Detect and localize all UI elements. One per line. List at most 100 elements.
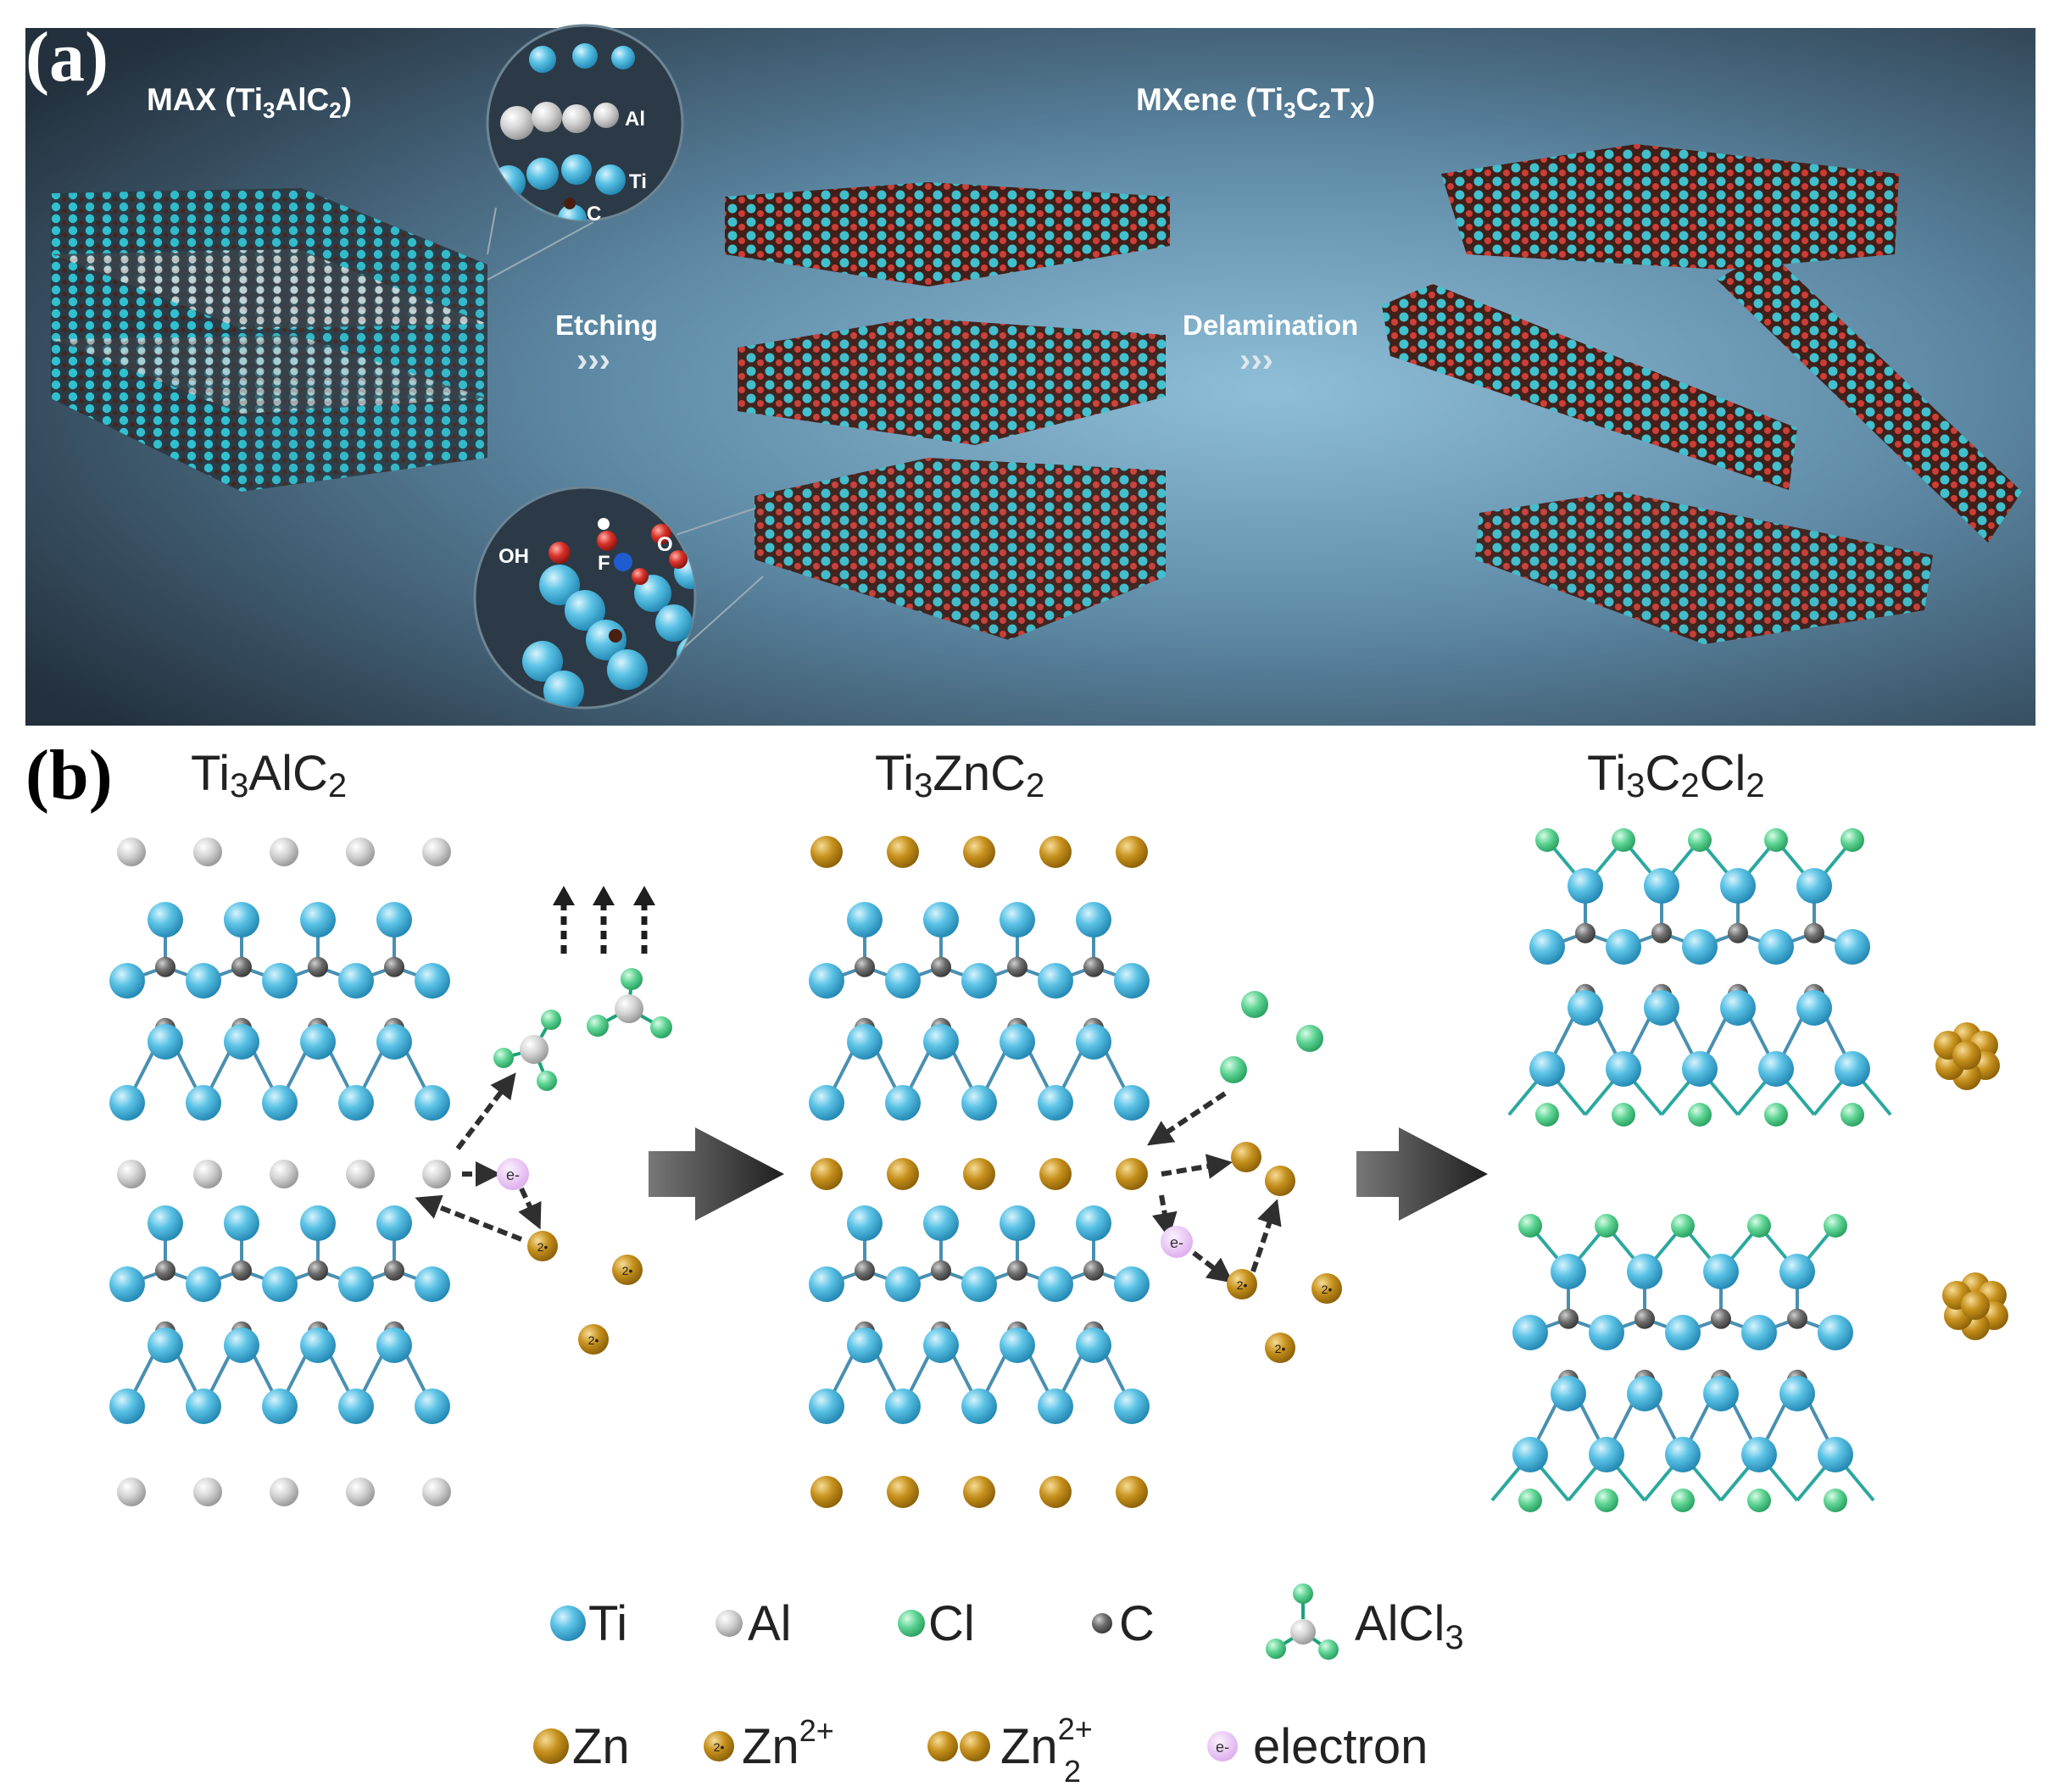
ti-atom [1551,1254,1586,1289]
ti-atom [338,963,374,999]
ti-atom [1000,1205,1035,1241]
ti-atom [1682,929,1718,965]
cl-atom [1840,1103,1864,1127]
ti-atom [1512,1437,1548,1472]
al-atom [117,1160,146,1188]
ti-atom [885,963,921,999]
ti-atom [1589,1315,1624,1350]
delaminated-flakes [1382,144,2022,644]
ti-atom [1796,868,1832,904]
ti-atom [1818,1437,1853,1472]
zn-atom [1116,1476,1148,1508]
ti-atom [1682,1051,1718,1087]
ti-atom [109,963,145,999]
title-ti3alc2: Ti3AlC2 [191,746,347,804]
legend-zn2-2-marker [927,1731,990,1761]
c-atom [931,1260,951,1281]
cl-atom [1688,828,1712,852]
ti-atom [1818,1315,1853,1350]
max-al-layer-2 [53,336,487,414]
legend: Ti Al Cl C AlCl3 Zn 2• [533,1583,1464,1789]
legend-zn-marker [533,1728,569,1764]
zn-atom [1961,1291,1990,1320]
zn-atom [1952,1041,1981,1070]
legend-zn-label: Zn [572,1719,630,1774]
cl-atom [1518,1489,1542,1512]
title-ti3c2cl2: Ti3C2Cl2 [1587,746,1765,804]
ti-atom [1644,990,1679,1026]
zn-atom [1039,1158,1072,1190]
al-atom [193,838,222,866]
ti-atom [186,1389,221,1424]
ti-atom [809,1085,844,1121]
c-atom [1634,1308,1655,1329]
ti-atom [1758,1051,1794,1087]
ti-atom [847,1205,883,1241]
legend-cl-label: Cl [928,1596,975,1651]
legend-al-marker [716,1610,743,1637]
svg-text:2•: 2• [588,1333,599,1347]
al-atom [270,1478,298,1506]
ti-atom [1529,1051,1565,1087]
lattice-ti3znc2 [809,836,1150,1508]
zn-atom [810,1158,843,1190]
legend-ti-label: Ti [588,1596,627,1651]
zoom-circle-max: Al Ti C [486,24,684,281]
ti-atom [1627,1254,1662,1289]
ti-atom [1720,990,1756,1026]
legend-al-label: Al [748,1596,792,1651]
zoom-label-c: C [587,203,601,225]
ti-atom [1589,1437,1624,1472]
ti-atom [415,1266,450,1302]
cl-atom [1840,828,1864,852]
ti-atom [1000,1024,1035,1060]
c-atom [1558,1308,1579,1329]
ti-atom [262,1085,298,1121]
etching-label: Etching [555,309,658,341]
process-arrow-1 [649,1127,784,1221]
svg-text:2•: 2• [1237,1278,1248,1292]
max-title: MAX (Ti3AlC2) [147,82,352,123]
cl-atom [1518,1214,1542,1238]
legend-electron-label: electron [1253,1719,1428,1774]
ti-atom [847,902,883,938]
c-atom [1711,1308,1731,1329]
cl-atom [1764,828,1788,852]
al-atom [270,838,298,866]
delamination-label: Delamination [1183,309,1358,341]
zn-atom [1039,1476,1072,1508]
ti-atom [1644,868,1679,904]
cl-atom [1535,1103,1559,1127]
ti-atom [338,1389,374,1424]
ti-atom [1076,1024,1111,1060]
c-atom [231,1260,252,1281]
ti-atom [376,902,412,938]
ti-atom [300,1024,336,1060]
zn-atom [810,1476,843,1508]
al-atom [270,1160,298,1188]
panel-b-label: (b) [25,736,113,815]
ti-atom [847,1024,883,1060]
svg-text:e-: e- [1216,1739,1229,1756]
ti-atom [186,963,221,999]
lattice-ti3c2cl2 [1490,828,1892,1512]
c-atom [384,956,404,977]
ti-atom [224,1205,259,1241]
ti-atom [1568,990,1603,1026]
legend-c-marker [1092,1613,1112,1633]
ti-atom [1038,1266,1073,1302]
al-atom [117,838,146,866]
ti-atom [415,1389,450,1424]
ti-atom [1720,868,1756,904]
al-atom [117,1478,146,1506]
ti-atom [224,1024,259,1060]
ti-atom [148,1024,183,1060]
zn2-ions-stage-1: 2• 2• 2• [527,1231,643,1355]
ti-atom [1000,902,1035,938]
ti-atom [109,1266,145,1302]
ti-atom [148,1327,183,1363]
svg-text:2•: 2• [622,1264,633,1277]
delamination-chevrons: ››› [1239,342,1273,379]
c-atom [308,956,328,977]
